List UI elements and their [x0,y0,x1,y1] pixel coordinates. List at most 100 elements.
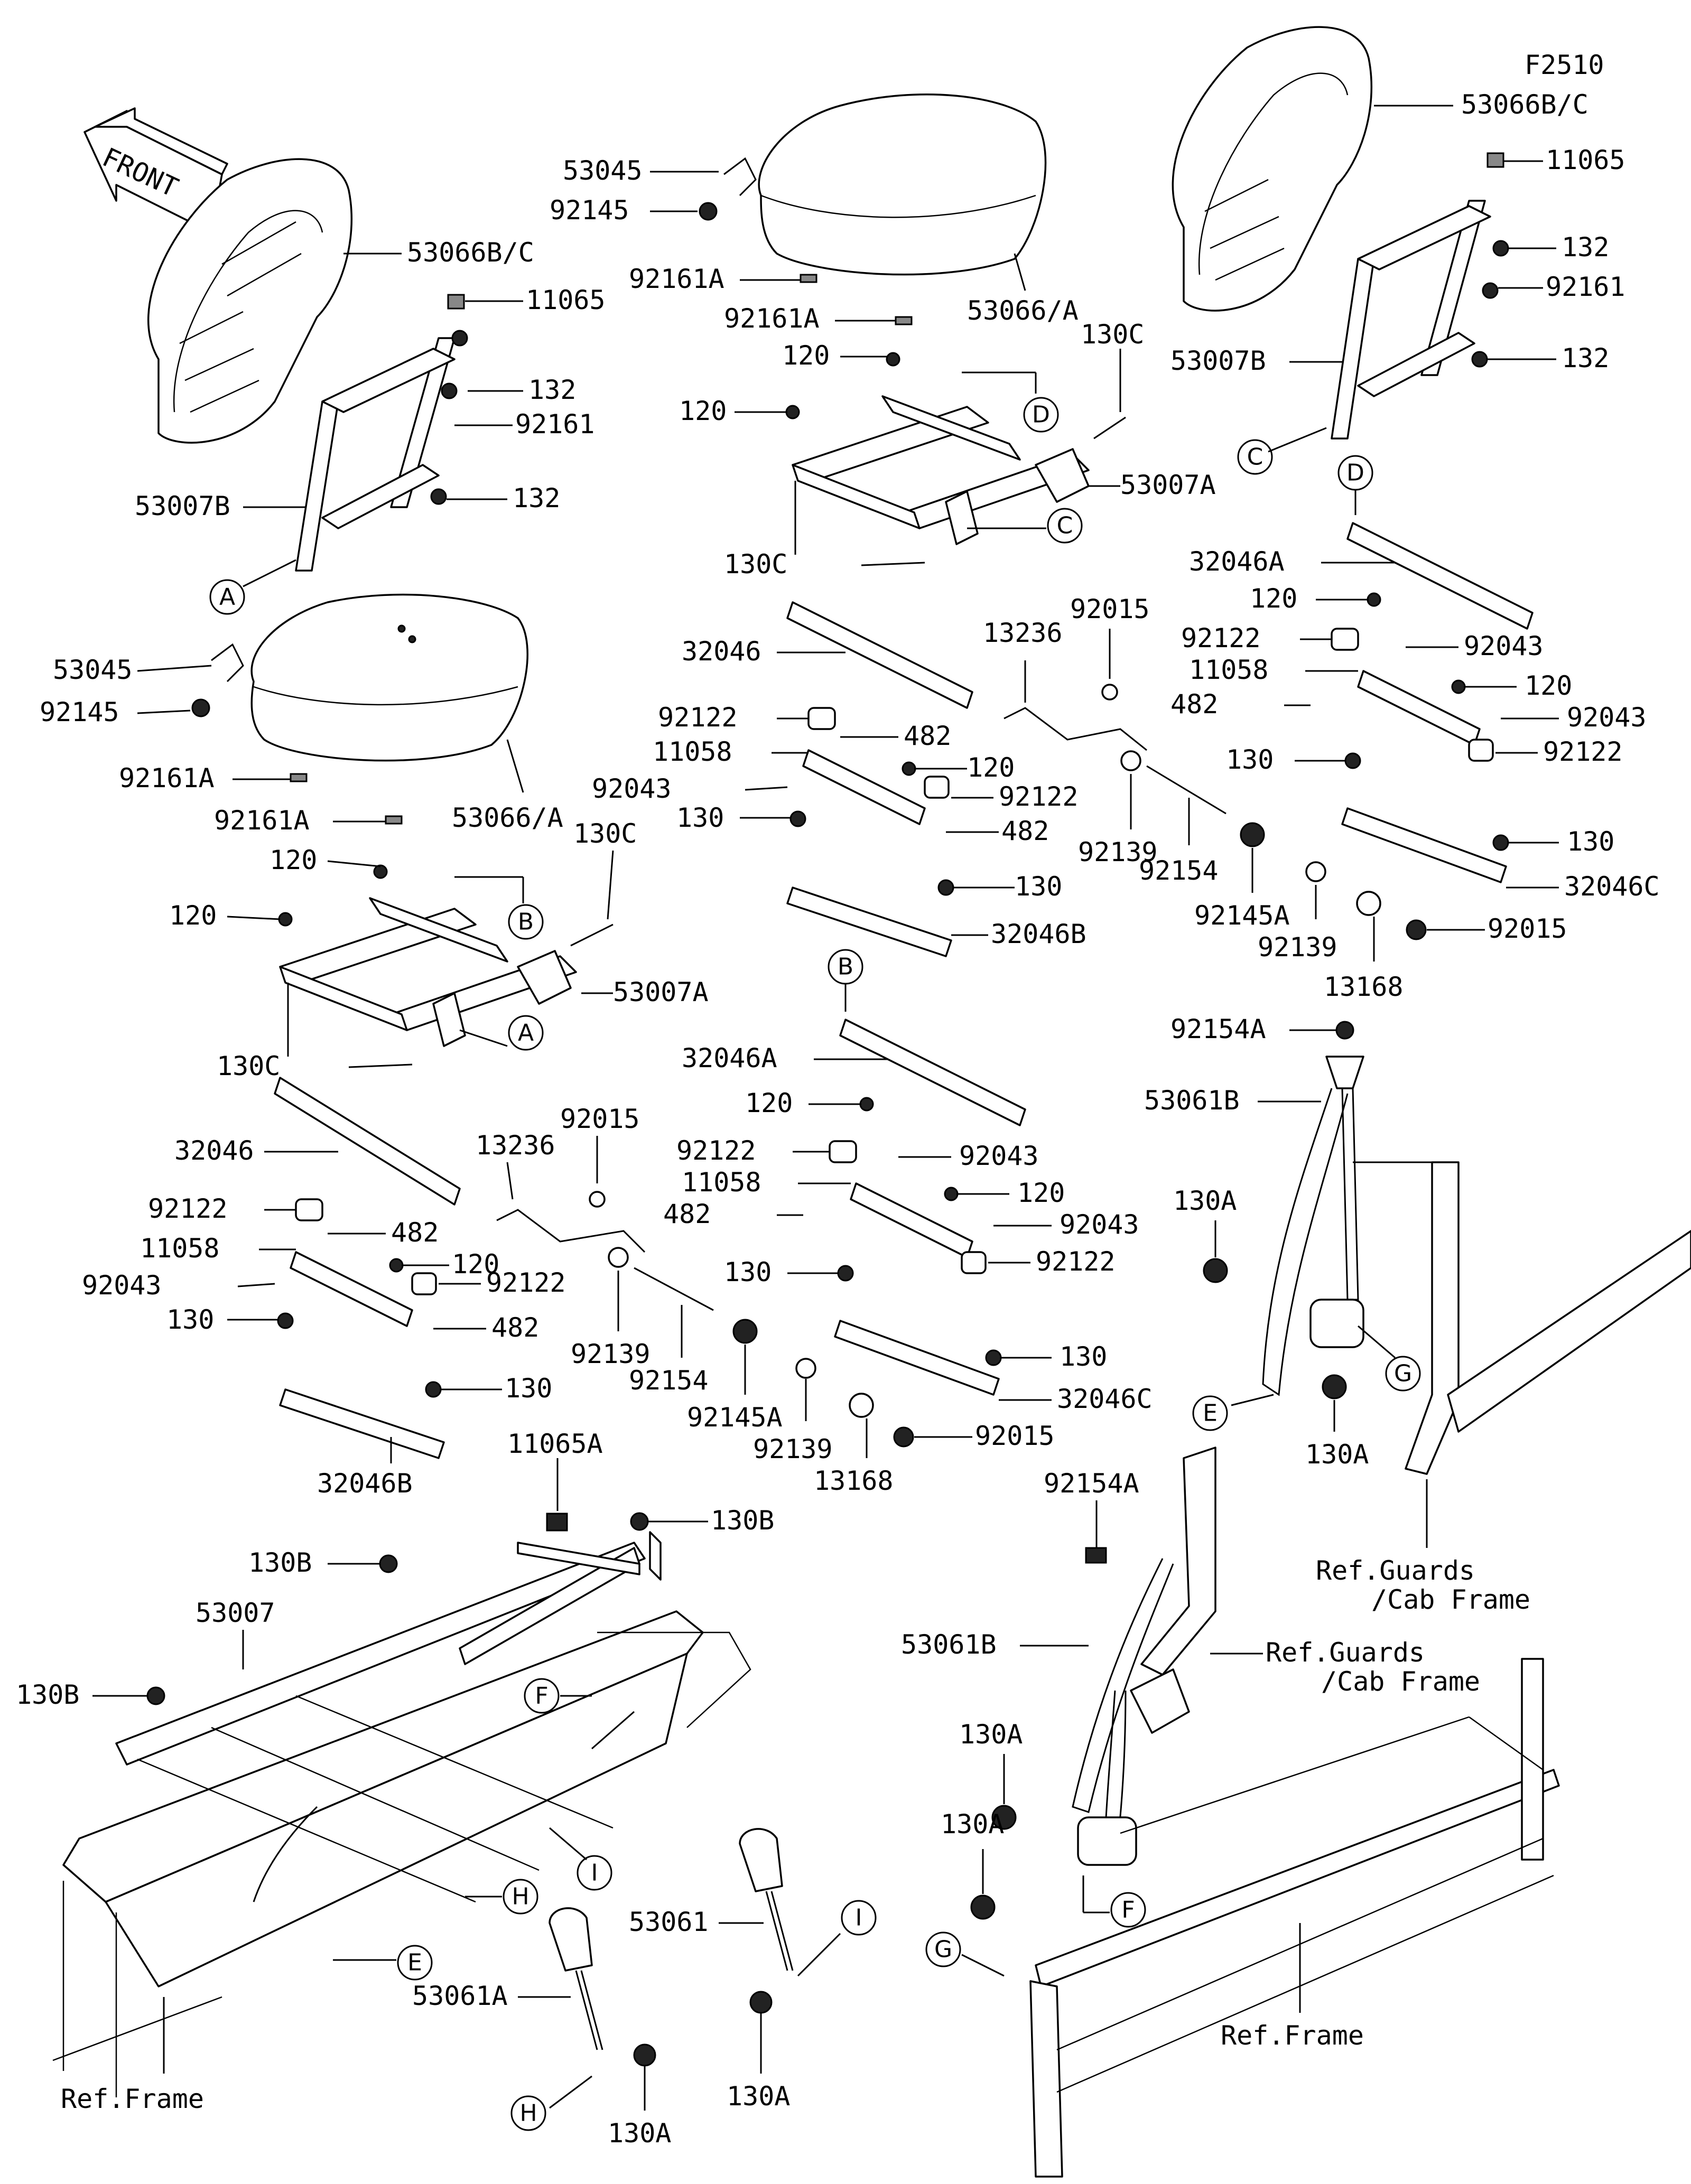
callout-a-left: A [508,1015,544,1051]
figure-code: F2510 [1525,50,1604,80]
callout-f-left: F [524,1678,560,1714]
label-120-right-b: 120 [1525,670,1572,701]
label-92154a-lower: 92154A [1044,1468,1139,1499]
label-53066a-left: 53066/A [452,802,563,833]
clip-11065a-icon [546,1513,568,1532]
label-cab-frame-right-b: /Cab Frame [1321,1666,1480,1697]
slide-rod-assembly-center [1004,684,1427,940]
label-120-center-lower-a: 120 [745,1088,793,1118]
label-130a-right-b: 130A [1305,1439,1369,1470]
seatbelt-53061b-lower [1072,1558,1174,1866]
label-92139-left-a: 92139 [571,1339,651,1369]
label-482-center-b: 482 [1001,816,1049,846]
label-92015-center-a: 92015 [1070,594,1150,624]
label-92122-center-lower-a: 92122 [676,1135,756,1166]
label-92161a-center-a: 92161A [629,264,724,294]
svg-text:E: E [407,1949,422,1976]
callout-c-right: C [1237,439,1273,475]
label-53066bc-right: 53066B/C [1461,89,1588,120]
seat-frame-53007 [115,1531,662,1766]
label-92161a-center-b: 92161A [724,303,820,334]
label-13236-center: 13236 [983,618,1063,648]
svg-text:B: B [838,954,853,981]
callout-b-center: B [828,949,863,985]
rail-assembly-left [279,1198,445,1459]
svg-text:E: E [1203,1400,1218,1427]
label-92122-right-b: 92122 [1543,736,1623,767]
label-53007b-right: 53007B [1170,346,1266,376]
callout-a-top: A [209,579,245,615]
label-53066a-center: 53066/A [967,295,1079,326]
rail-assembly-center-lower [829,1140,1000,1396]
label-32046c-right: 32046C [1564,871,1660,902]
label-130c-left-a: 130C [573,818,637,849]
label-32046b-center: 32046B [991,919,1086,949]
label-120-left-a: 120 [270,845,317,875]
bolt-icon [451,330,468,347]
label-130a-lower-d: 130A [941,1809,1004,1840]
callout-e-left: E [397,1945,433,1981]
plate-32046a-center [839,1019,1026,1126]
label-120-center-lower-b: 120 [1017,1178,1065,1208]
rail-assembly-center [786,707,952,957]
svg-text:A: A [219,584,235,611]
spring-92145-left [191,643,244,717]
label-53007b-left: 53007B [135,491,230,521]
label-132-left-a: 132 [528,375,576,405]
svg-text:H: H [519,2100,537,2127]
svg-text:H: H [512,1883,529,1910]
label-32046b-left: 32046B [317,1468,413,1499]
seatbelt-53061b-right [1262,1056,1364,1396]
label-92043-center: 92043 [592,773,672,804]
label-92139-center-b: 92139 [1258,932,1337,963]
label-53061b-lower: 53061B [901,1629,997,1660]
label-482-left-b: 482 [491,1312,539,1343]
label-11058-left: 11058 [140,1233,220,1264]
seat-back-right [1172,26,1373,312]
label-130a-lower-c: 130A [959,1719,1023,1750]
seat-slide-frame-53007a-center [792,395,1090,545]
label-92043-center-lower-a: 92043 [959,1141,1039,1171]
label-130c-left-b: 130C [217,1051,280,1081]
label-482-center-lower: 482 [663,1199,711,1229]
plate-32046a-right [1346,522,1534,630]
label-32046-left: 32046 [174,1135,254,1166]
guard-frame-right-lower [1130,1446,1216,1734]
label-53007a-center: 53007A [1120,470,1216,500]
callout-c-center: C [1047,508,1083,544]
label-53061: 53061 [629,1907,709,1937]
callout-b-left: B [508,904,544,940]
label-53061a: 53061A [412,1981,508,2011]
callout-i-lower: I [841,1900,877,1936]
label-92015-center-b: 92015 [1488,913,1567,944]
label-92145-center: 92145 [550,195,629,226]
seatbelt-buckle-53061 [739,1828,794,2014]
label-11058-right: 11058 [1189,655,1269,685]
seat-back-left [147,158,353,444]
svg-text:I: I [591,1860,598,1887]
label-92145a-left: 92145A [687,1402,783,1433]
label-92139-left-b: 92139 [753,1434,833,1464]
label-482-left-a: 482 [391,1217,439,1248]
callout-g-right: G [1385,1356,1421,1392]
label-130c-center-b: 130C [724,549,787,580]
callout-h-left: H [503,1879,538,1915]
svg-text:G: G [1394,1360,1412,1387]
spring-92145-center [699,157,757,221]
svg-text:F: F [1121,1897,1135,1924]
plate-32046-center [786,601,973,709]
label-92122-left-b: 92122 [486,1267,566,1298]
seat-back-bracket-53007b-left [295,294,468,572]
callout-i-left: I [577,1855,612,1891]
chassis-frame-right [1029,1658,1560,2178]
label-92154-center: 92154 [1139,855,1219,886]
svg-text:C: C [1057,512,1073,539]
label-132-right-b: 132 [1562,343,1609,374]
label-53007a-left: 53007A [613,977,709,1007]
label-53066bc-left: 53066B/C [407,237,534,268]
label-482-right: 482 [1170,689,1218,720]
svg-text:C: C [1247,444,1263,471]
label-130-right-a: 130 [1226,744,1274,775]
bolt-icon [430,488,447,505]
